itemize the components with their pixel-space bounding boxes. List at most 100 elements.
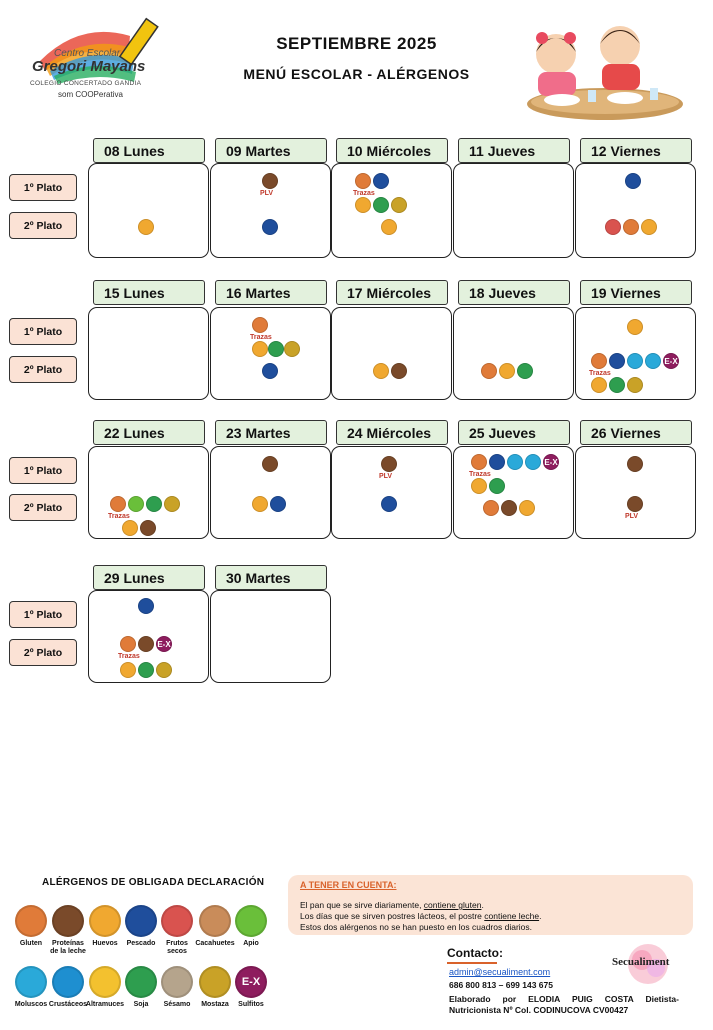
legend-label: Mostaza	[201, 1001, 229, 1008]
day-header: 09 Martes	[215, 138, 327, 163]
gluten-icon	[471, 454, 487, 470]
day-cell	[331, 163, 452, 258]
day-header: 29 Lunes	[93, 565, 205, 590]
plato2-label: 2º Plato	[9, 494, 77, 521]
day-header: 25 Jueves	[458, 420, 570, 445]
legend-item: Mostaza	[195, 966, 235, 1009]
legend-label: Frutos secos	[166, 940, 188, 955]
legend-label: Moluscos	[14, 1001, 48, 1008]
prote-nas-de-la-leche-icon	[138, 636, 154, 652]
prote-nas-de-la-leche-icon	[262, 173, 278, 189]
gluten-icon	[481, 363, 497, 379]
logo-text-4: som COOPerativa	[58, 90, 123, 99]
day-header: 22 Lunes	[93, 420, 205, 445]
gluten-icon	[110, 496, 126, 512]
frutos-secos-icon	[605, 219, 621, 235]
plato2-label: 2º Plato	[9, 212, 77, 239]
plato1-label: 1º Plato	[9, 318, 77, 345]
frutos-secos-icon	[161, 905, 193, 937]
contact-underline	[447, 962, 497, 964]
mostaza-icon	[284, 341, 300, 357]
soja-icon	[517, 363, 533, 379]
legend-title: ALÉRGENOS DE OBLIGADA DECLARACIÓN	[42, 877, 265, 888]
day-cell	[331, 446, 452, 539]
huevos-icon	[252, 496, 268, 512]
day-cell	[88, 163, 209, 258]
day-cell	[210, 446, 331, 539]
secualiment-logo-text: Secualiment	[612, 956, 670, 968]
soja-icon	[125, 966, 157, 998]
soja-icon	[268, 341, 284, 357]
day-header: 12 Viernes	[580, 138, 692, 163]
trazas-note: Trazas	[118, 653, 140, 660]
legend-label: Apio	[243, 940, 259, 947]
plato2-label: 2º Plato	[9, 356, 77, 383]
gluten-icon	[591, 353, 607, 369]
legend-label: Crustáceos	[48, 1001, 88, 1008]
huevos-icon	[627, 319, 643, 335]
crust-ceos-icon	[52, 966, 84, 998]
notice-line2c: .	[539, 911, 542, 921]
day-header: 11 Jueves	[458, 138, 570, 163]
apio-icon	[128, 496, 144, 512]
pescado-icon	[262, 363, 278, 379]
prote-nas-de-la-leche-icon	[501, 500, 517, 516]
legend-label: Sulfitos	[238, 1001, 264, 1008]
day-header: 30 Martes	[215, 565, 327, 590]
day-header: 24 Miércoles	[336, 420, 448, 445]
plv-note: PLV	[260, 190, 274, 197]
day-header: 23 Martes	[215, 420, 327, 445]
prote-nas-de-la-leche-icon	[627, 496, 643, 512]
prote-nas-de-la-leche-icon	[52, 905, 84, 937]
soja-icon	[489, 478, 505, 494]
trazas-note: Trazas	[353, 190, 375, 197]
legend-label: Altramuces	[85, 1001, 125, 1008]
trazas-note: Trazas	[250, 334, 272, 341]
soja-icon	[373, 197, 389, 213]
cacahuetes-icon	[199, 905, 231, 937]
notice-text: El pan que se sirve diariamente, contien…	[300, 900, 690, 933]
pescado-icon	[138, 598, 154, 614]
prote-nas-de-la-leche-icon	[391, 363, 407, 379]
moluscos-icon	[627, 353, 643, 369]
legend-item: Sésamo	[157, 966, 197, 1009]
trazas-note: Trazas	[589, 370, 611, 377]
day-header: 10 Miércoles	[336, 138, 448, 163]
legend-label: Soja	[133, 1001, 149, 1008]
soja-icon	[138, 662, 154, 678]
legend-label: Huevos	[92, 940, 118, 947]
gluten-icon	[15, 905, 47, 937]
day-header: 08 Lunes	[93, 138, 205, 163]
legend-item: Gluten	[11, 905, 51, 948]
huevos-icon	[355, 197, 371, 213]
notice-line3: Estos dos alérgenos no se han puesto en …	[300, 922, 533, 932]
sulfitos-icon: E-X	[543, 454, 559, 470]
sulfitos-icon: E-X	[156, 636, 172, 652]
notice-line1a: El pan que se sirve diariamente,	[300, 900, 424, 910]
day-cell	[453, 307, 574, 400]
logo-text-2: Gregori Mayans	[32, 58, 146, 75]
moluscos-icon	[15, 966, 47, 998]
moluscos-icon	[507, 454, 523, 470]
notice-title: A TENER EN CUENTA:	[300, 880, 397, 890]
notice-line1b: contiene gluten	[423, 900, 482, 910]
pescado-icon	[609, 353, 625, 369]
day-header: 17 Miércoles	[336, 280, 448, 305]
legend-item: Pescado	[121, 905, 161, 948]
day-cell	[88, 307, 209, 400]
pescado-icon	[489, 454, 505, 470]
day-cell	[210, 590, 331, 683]
huevos-icon	[591, 377, 607, 393]
huevos-icon	[381, 219, 397, 235]
legend-item: Moluscos	[11, 966, 51, 1009]
pescado-icon	[625, 173, 641, 189]
soja-icon	[146, 496, 162, 512]
plato1-label: 1º Plato	[9, 174, 77, 201]
huevos-icon	[373, 363, 389, 379]
plato1-label: 1º Plato	[9, 601, 77, 628]
contact-email-link[interactable]: admin@secualiment.com	[449, 967, 551, 977]
gluten-icon	[623, 219, 639, 235]
huevos-icon	[138, 219, 154, 235]
notice-line1c: .	[481, 900, 484, 910]
